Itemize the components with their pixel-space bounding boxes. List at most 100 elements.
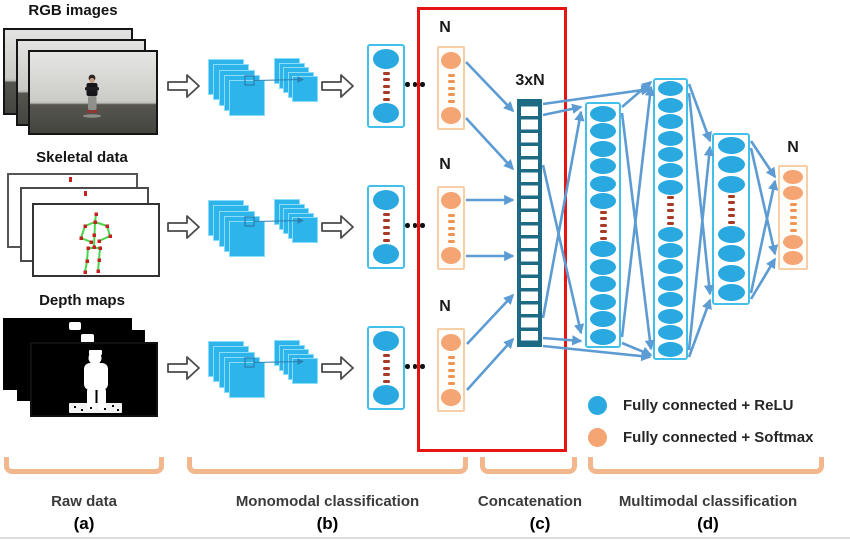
mono-softmax-vector-skeletal [437, 186, 465, 270]
relu-neuron [717, 137, 745, 155]
block-arrow-icon [321, 215, 354, 239]
softmax-neuron [441, 52, 461, 70]
ellipsis-dash [447, 368, 455, 372]
relu-neuron [658, 325, 683, 341]
ellipsis-dash [447, 381, 455, 385]
vertical-ellipsis [447, 213, 455, 243]
dot [420, 82, 425, 87]
ellipsis-dash [382, 78, 390, 81]
ellipsis-dash [599, 236, 607, 240]
relu-neuron [658, 97, 683, 113]
ellipsis-dash [789, 222, 797, 226]
softmax-neuron [441, 106, 461, 124]
relu-neuron [717, 156, 745, 174]
softmax-neuron [783, 251, 803, 266]
flow-arrow [621, 341, 653, 357]
vertical-ellipsis [667, 196, 674, 226]
flow-arrow [687, 83, 712, 143]
relu-neuron [717, 245, 745, 263]
legend-softmax: Fully connected + Softmax [588, 428, 813, 447]
concatenation-vector [517, 99, 542, 347]
stage-letter-c: (c) [529, 514, 551, 533]
fc-hidden-2 [653, 78, 688, 360]
relu-neuron [658, 81, 683, 97]
flow-arrow [687, 92, 715, 296]
ellipsis-dash [382, 238, 390, 242]
depth-maps-label: Depth maps [39, 292, 125, 309]
ellipsis-dash [447, 239, 455, 243]
ellipsis-dash [727, 201, 735, 205]
fc-hidden-1 [585, 102, 621, 348]
relu-neuron [590, 258, 616, 275]
stage-label-monomodal: Monomodal classification [235, 493, 420, 510]
ellipsis-dash [382, 379, 390, 383]
mono-feature-vector-depth [367, 326, 405, 410]
dot [420, 223, 425, 228]
relu-neuron [373, 48, 399, 69]
fc-hidden-3 [712, 133, 750, 305]
block-arrow-icon [167, 215, 200, 239]
vertical-ellipsis [382, 212, 390, 242]
depth-frame-front [30, 342, 158, 417]
ellipsis-dash [447, 220, 455, 223]
ellipsis-dash [382, 91, 390, 94]
ellipsis-dash [382, 360, 390, 363]
flow-arrow [749, 179, 779, 294]
ellipsis-dash [667, 196, 674, 200]
stage-label-concatenation: Concatenation [477, 493, 583, 510]
relu-neuron [658, 259, 683, 275]
relu-neuron [590, 241, 616, 257]
ellipsis-dots [405, 223, 425, 228]
ellipsis-dash [447, 226, 455, 230]
n-label-skeletal: N [439, 156, 451, 173]
ellipsis-dash [599, 217, 607, 220]
relu-neuron [373, 103, 399, 124]
softmax-neuron [783, 169, 803, 184]
ellipsis-dash [382, 366, 390, 370]
relu-neuron [373, 385, 399, 406]
vertical-ellipsis [727, 194, 735, 224]
flow-arrow [749, 140, 777, 179]
relu-neuron [658, 114, 683, 130]
ellipsis-dash [667, 215, 674, 219]
flow-arrow [621, 80, 653, 108]
depth-blob [81, 334, 94, 343]
ellipsis-dash [382, 373, 390, 376]
relu-neuron [590, 105, 616, 122]
brace-monomodal [187, 457, 468, 474]
concat-size-label: 3xN [515, 72, 545, 89]
conv-feature-map [292, 358, 318, 384]
ellipsis-dots [405, 82, 425, 87]
vertical-ellipsis [382, 71, 390, 101]
relu-neuron [658, 243, 683, 259]
brace-multimodal [588, 457, 824, 474]
softmax-neuron [441, 388, 461, 406]
dot [405, 364, 410, 369]
block-arrow-icon [321, 74, 354, 98]
depth-blob [69, 322, 81, 330]
flow-arrow [466, 337, 515, 391]
dot [405, 223, 410, 228]
vertical-ellipsis [789, 202, 797, 232]
ellipsis-dash [599, 210, 607, 214]
block-arrow-icon [167, 356, 200, 380]
brace-concatenation [480, 457, 577, 474]
vertical-ellipsis [599, 210, 607, 240]
relu-neuron [373, 244, 399, 265]
conv-feature-map [229, 362, 266, 399]
mono-softmax-vector-rgb [437, 46, 465, 130]
ellipsis-dash [727, 220, 735, 224]
relu-neuron [590, 140, 616, 157]
ellipsis-dots [405, 364, 425, 369]
rgb-person-photo [83, 74, 101, 118]
legend-relu-label: Fully connected + ReLU [623, 397, 794, 414]
skeleton-joint-mark [84, 191, 87, 196]
vertical-ellipsis [447, 355, 455, 385]
flow-arrow [749, 257, 777, 300]
conv-feature-map [292, 217, 318, 243]
relu-neuron [590, 328, 616, 345]
ellipsis-dash [382, 232, 390, 235]
ellipsis-dash [599, 230, 607, 233]
relu-neuron [658, 147, 683, 163]
